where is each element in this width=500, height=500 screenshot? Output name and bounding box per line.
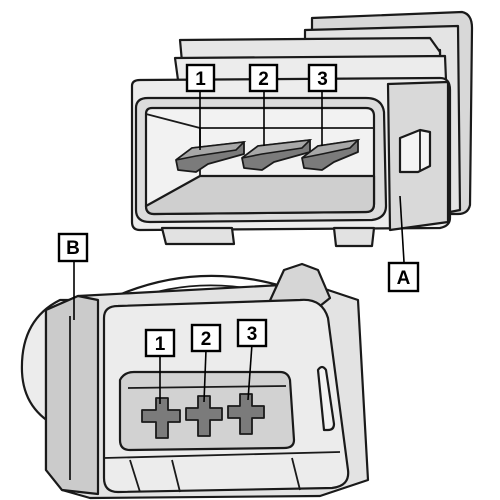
label-a-pin-1: 1	[185, 63, 216, 93]
leader-a	[399, 195, 405, 263]
label-b-pin-2: 2	[190, 323, 222, 353]
label-a-pin-1-text: 1	[195, 69, 206, 90]
label-a-pin-3-text: 3	[317, 69, 328, 90]
label-a: A	[387, 261, 420, 293]
label-a-text: A	[397, 268, 411, 289]
leader-b-pin-2	[203, 349, 207, 403]
label-b-pin-1: 1	[144, 328, 176, 358]
label-b-pin-2-text: 2	[201, 329, 212, 350]
label-b-pin-3-text: 3	[247, 324, 258, 345]
label-b: B	[57, 232, 89, 263]
label-b-pin-1-text: 1	[155, 334, 166, 355]
upper-connector	[130, 10, 474, 263]
label-a-pin-2: 2	[248, 63, 279, 93]
lower-connector	[20, 260, 370, 500]
label-b-pin-3: 3	[236, 318, 268, 348]
label-a-pin-2-text: 2	[258, 69, 269, 90]
leader-b-pin-3	[247, 343, 253, 401]
label-a-pin-3: 3	[307, 63, 338, 93]
label-b-text: B	[66, 238, 80, 259]
